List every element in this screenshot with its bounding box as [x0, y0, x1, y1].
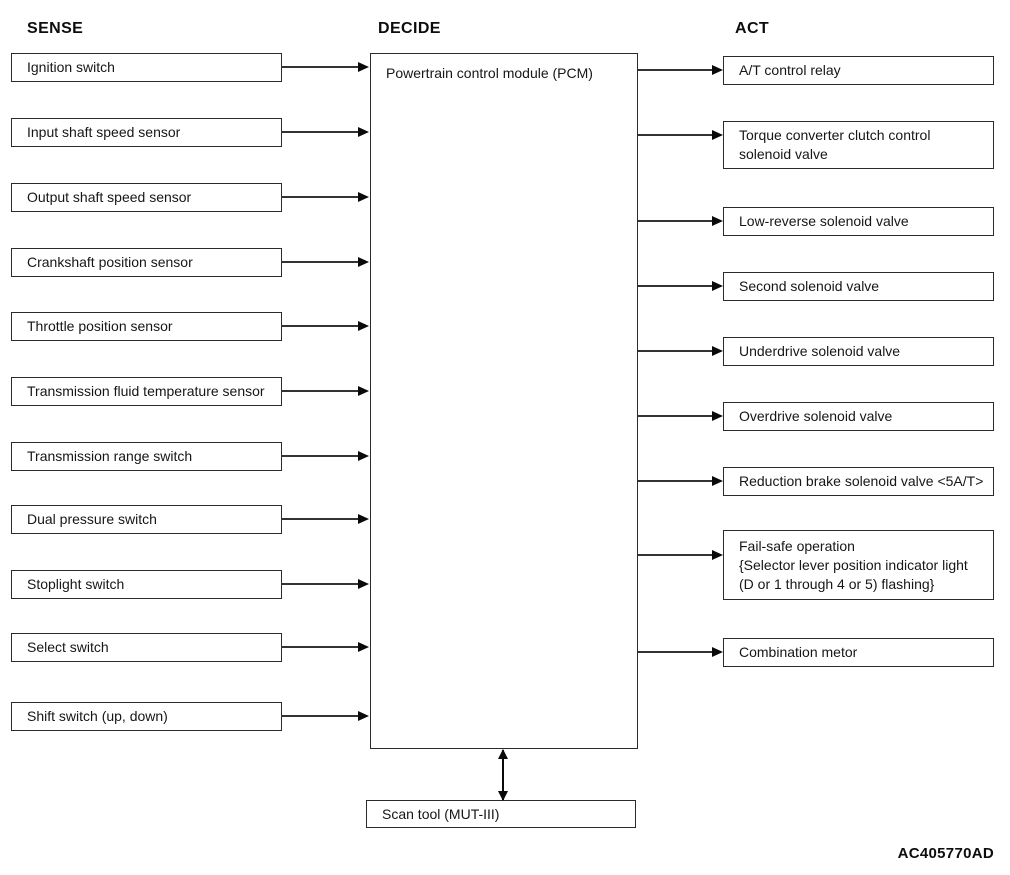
- sense-to-pcm-arrow: [281, 257, 369, 267]
- sense-to-pcm-arrow: [281, 451, 369, 461]
- sense-box-transmission-range-switch: Transmission range switch: [11, 442, 282, 471]
- act-box-combination-meter: Combination metor: [723, 638, 994, 667]
- sense-to-pcm-arrow: [281, 386, 369, 396]
- pcm-box: Powertrain control module (PCM): [370, 53, 638, 749]
- sense-box-select-switch: Select switch: [11, 633, 282, 662]
- pcm-to-act-arrow: [638, 476, 723, 486]
- sense-box-stoplight-switch: Stoplight switch: [11, 570, 282, 599]
- sense-to-pcm-arrow: [281, 62, 369, 72]
- act-box-torque-converter-clutch-solenoid: Torque converter clutch control solenoid…: [723, 121, 994, 169]
- pcm-to-act-arrow: [638, 647, 723, 657]
- sense-box-throttle-position-sensor: Throttle position sensor: [11, 312, 282, 341]
- sense-to-pcm-arrow: [281, 642, 369, 652]
- act-box-low-reverse-solenoid: Low-reverse solenoid valve: [723, 207, 994, 236]
- act-box-second-solenoid: Second solenoid valve: [723, 272, 994, 301]
- sense-box-input-shaft-speed-sensor: Input shaft speed sensor: [11, 118, 282, 147]
- scan-tool-box: Scan tool (MUT-III): [366, 800, 636, 828]
- sense-box-transmission-fluid-temperature-sensor: Transmission fluid temperature sensor: [11, 377, 282, 406]
- sense-to-pcm-arrow: [281, 192, 369, 202]
- pcm-to-act-arrow: [638, 411, 723, 421]
- figure-code: AC405770AD: [897, 845, 994, 862]
- pcm-to-act-arrow: [638, 346, 723, 356]
- pcm-to-act-arrow: [638, 65, 723, 75]
- sense-to-pcm-arrow: [281, 579, 369, 589]
- act-box-fail-safe-operation: Fail-safe operation {Selector lever posi…: [723, 530, 994, 600]
- pcm-to-act-arrow: [638, 216, 723, 226]
- sense-box-output-shaft-speed-sensor: Output shaft speed sensor: [11, 183, 282, 212]
- sense-to-pcm-arrow: [281, 127, 369, 137]
- pcm-to-act-arrow: [638, 550, 723, 560]
- sense-to-pcm-arrow: [281, 711, 369, 721]
- act-box-underdrive-solenoid: Underdrive solenoid valve: [723, 337, 994, 366]
- act-box-reduction-brake-solenoid: Reduction brake solenoid valve <5A/T>: [723, 467, 994, 496]
- sense-box-crankshaft-position-sensor: Crankshaft position sensor: [11, 248, 282, 277]
- pcm-scan-tool-double-arrow: [498, 749, 508, 801]
- column-heading-sense: SENSE: [27, 20, 84, 37]
- pcm-to-act-arrow: [638, 281, 723, 291]
- column-heading-decide: DECIDE: [378, 20, 441, 37]
- act-box-at-control-relay: A/T control relay: [723, 56, 994, 85]
- pcm-to-act-arrow: [638, 130, 723, 140]
- sense-box-ignition-switch: Ignition switch: [11, 53, 282, 82]
- sense-box-shift-switch: Shift switch (up, down): [11, 702, 282, 731]
- sense-box-dual-pressure-switch: Dual pressure switch: [11, 505, 282, 534]
- sense-to-pcm-arrow: [281, 321, 369, 331]
- sense-to-pcm-arrow: [281, 514, 369, 524]
- act-box-overdrive-solenoid: Overdrive solenoid valve: [723, 402, 994, 431]
- column-heading-act: ACT: [735, 20, 770, 37]
